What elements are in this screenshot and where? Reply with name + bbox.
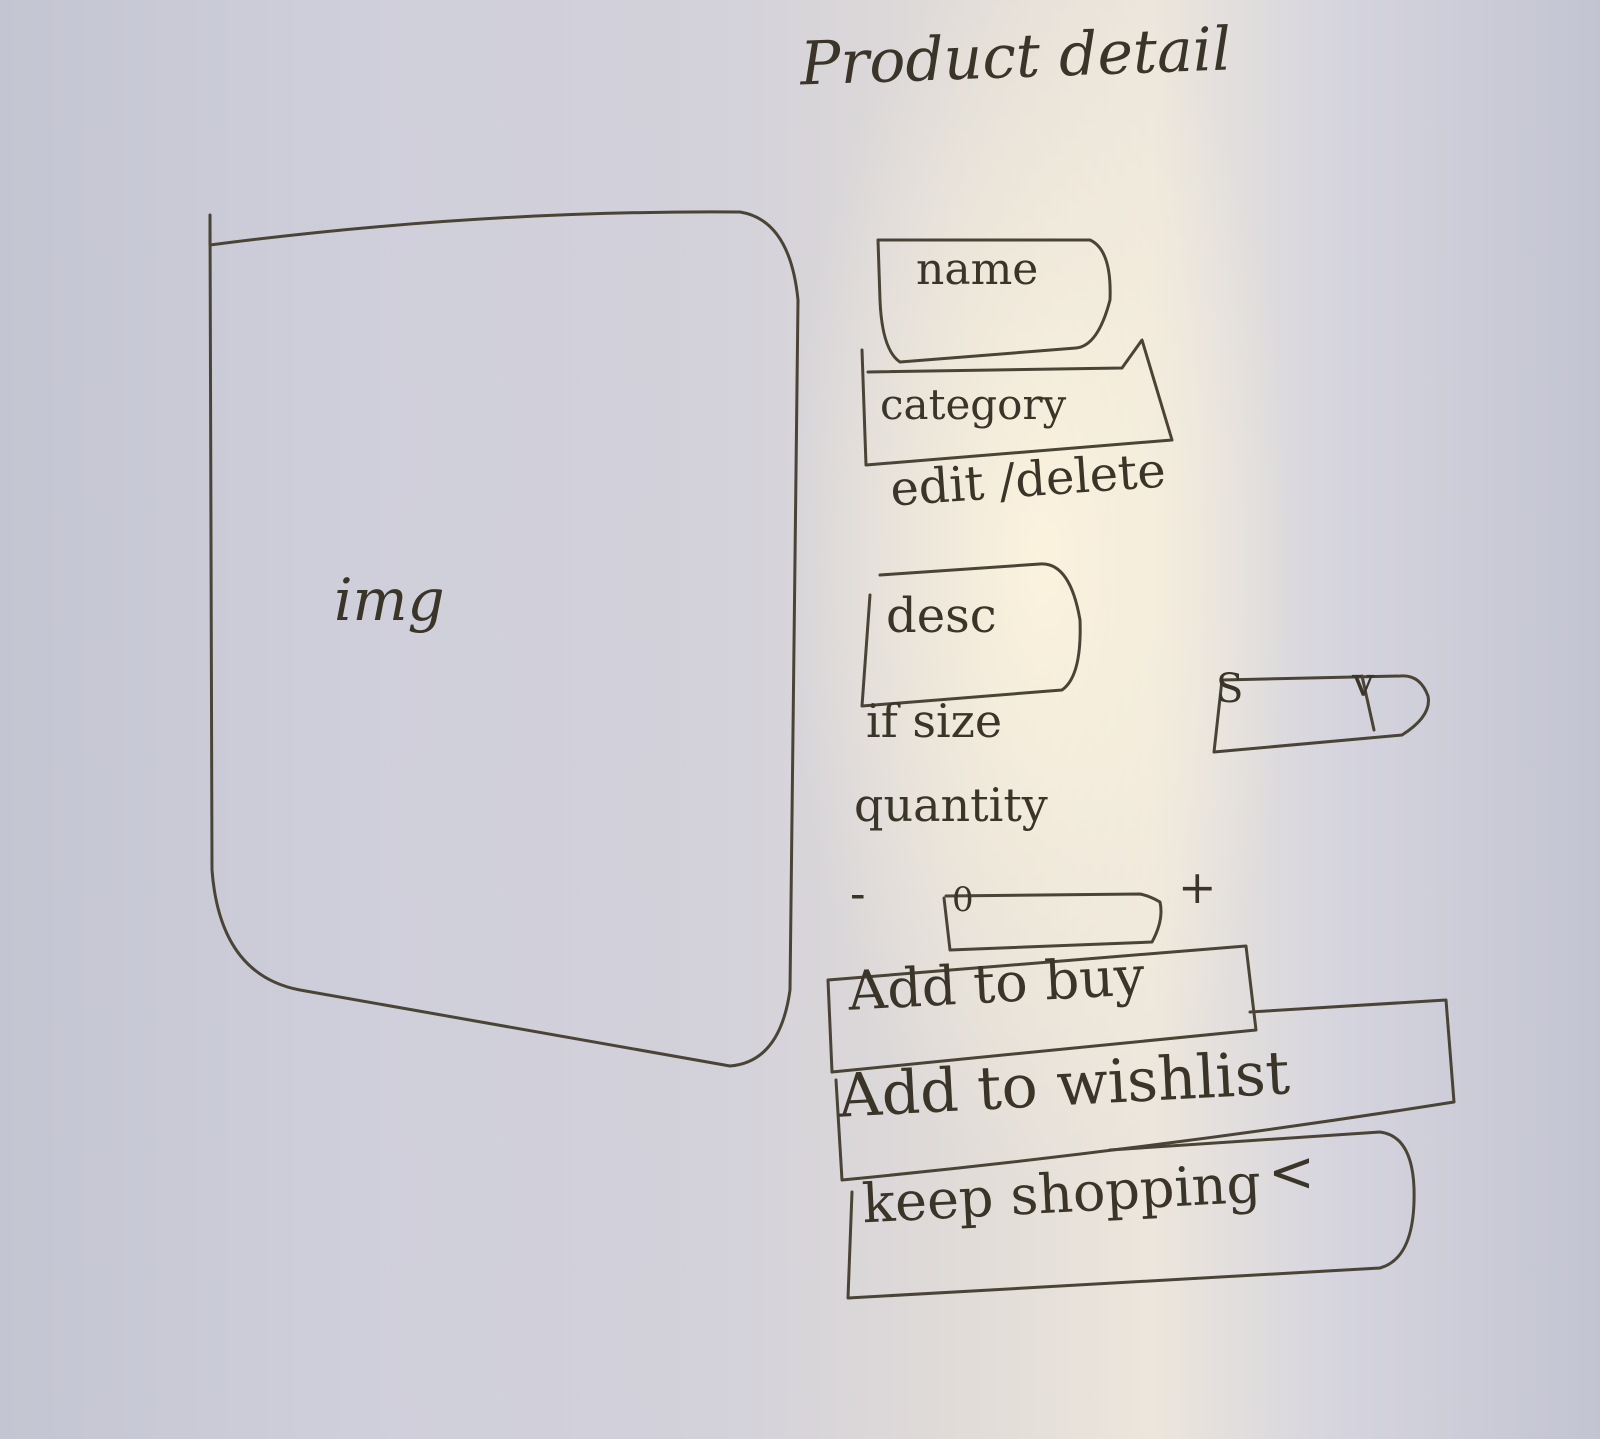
size-select[interactable] (1214, 676, 1428, 750)
size-label: if size (866, 694, 1003, 748)
desc-box-outline (860, 562, 1082, 708)
add-to-buy-outline (826, 944, 1258, 1074)
product-description: desc (886, 588, 997, 644)
chevron-down-icon[interactable]: v (1352, 660, 1375, 706)
product-name: name (916, 244, 1039, 295)
category-box-outline (860, 338, 1174, 467)
image-placeholder-outline (208, 210, 800, 1068)
keep-shopping-outline (846, 1130, 1416, 1300)
size-select-divider (1360, 674, 1376, 732)
quantity-box-outline (942, 892, 1163, 952)
back-arrow-icon: < (1268, 1140, 1315, 1205)
image-placeholder-label: img (334, 566, 445, 634)
quantity-label: quantity (854, 778, 1048, 832)
name-box-outline (876, 238, 1112, 364)
quantity-input[interactable] (946, 894, 1160, 950)
size-selected-value: S (1216, 666, 1244, 712)
product-category: category (880, 380, 1067, 429)
product-image-placeholder (212, 215, 798, 1065)
quantity-decrement-button[interactable]: - (850, 866, 866, 920)
size-select-outline (1212, 674, 1430, 754)
quantity-increment-button[interactable]: + (1178, 860, 1217, 914)
add-to-wishlist-outline (834, 998, 1456, 1182)
quantity-value: 0 (952, 880, 974, 920)
